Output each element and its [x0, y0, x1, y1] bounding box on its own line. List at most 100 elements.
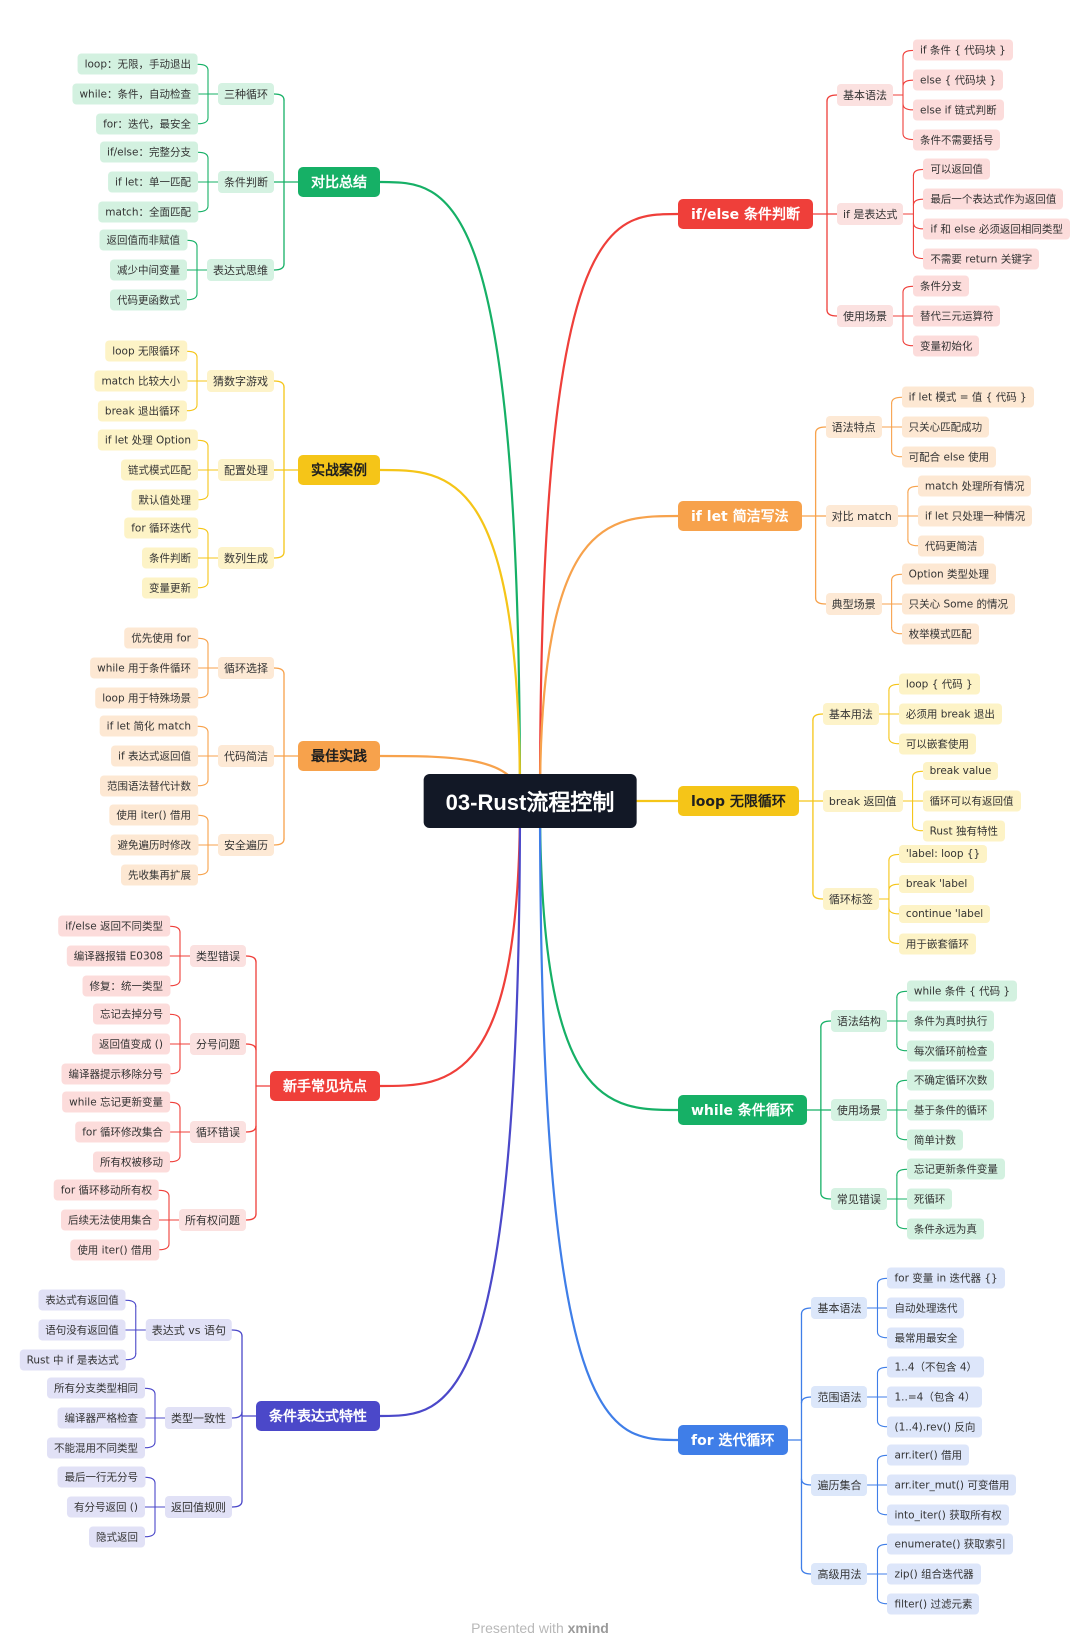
leaf-topic[interactable]: 必须用 break 退出 — [898, 703, 1002, 725]
leaf-topic[interactable]: 只关心匹配成功 — [901, 416, 990, 438]
leaf-topic[interactable]: break value — [922, 762, 999, 781]
leaf-topic[interactable]: match：全面匹配 — [98, 201, 198, 223]
branch-topic[interactable]: if let 简洁写法 — [678, 501, 802, 531]
leaf-topic[interactable]: for 循环修改集合 — [75, 1121, 170, 1143]
leaf-topic[interactable]: filter() 过滤元素 — [887, 1593, 980, 1615]
leaf-topic[interactable]: Rust 中 if 是表达式 — [19, 1349, 126, 1371]
subtopic[interactable]: 分号问题 — [190, 1033, 246, 1055]
leaf-topic[interactable]: 所有分支类型相同 — [47, 1377, 145, 1399]
leaf-topic[interactable]: 最后一个表达式作为返回值 — [923, 188, 1064, 210]
leaf-topic[interactable]: 范围语法替代计数 — [100, 775, 198, 797]
leaf-topic[interactable]: 编译器提示移除分号 — [61, 1063, 170, 1085]
leaf-topic[interactable]: 条件为真时执行 — [906, 1010, 995, 1032]
leaf-topic[interactable]: while 忘记更新变量 — [62, 1091, 170, 1113]
leaf-topic[interactable]: 枚举模式匹配 — [901, 623, 979, 645]
subtopic[interactable]: 循环错误 — [190, 1121, 246, 1143]
leaf-topic[interactable]: 所有权被移动 — [93, 1151, 170, 1173]
subtopic[interactable]: 对比 match — [825, 505, 898, 527]
leaf-topic[interactable]: 表达式有返回值 — [38, 1289, 126, 1311]
leaf-topic[interactable]: while 条件 { 代码 } — [906, 980, 1018, 1002]
subtopic[interactable]: 基本用法 — [822, 703, 879, 725]
leaf-topic[interactable]: if let：单一匹配 — [108, 171, 198, 193]
leaf-topic[interactable]: if let 模式 = 值 { 代码 } — [901, 386, 1034, 408]
leaf-topic[interactable]: loop { 代码 } — [898, 673, 980, 695]
leaf-topic[interactable]: if let 处理 Option — [97, 429, 198, 451]
leaf-topic[interactable]: else if 链式判断 — [912, 99, 1004, 121]
leaf-topic[interactable]: if let 只处理一种情况 — [917, 505, 1033, 527]
branch-topic[interactable]: 实战案例 — [298, 455, 380, 485]
leaf-topic[interactable]: loop 无限循环 — [105, 340, 187, 362]
subtopic[interactable]: 语法特点 — [825, 416, 882, 438]
leaf-topic[interactable]: 可以嵌套使用 — [898, 733, 976, 755]
leaf-topic[interactable]: 忘记更新条件变量 — [906, 1158, 1005, 1180]
leaf-topic[interactable]: 变量初始化 — [912, 335, 980, 357]
subtopic[interactable]: 所有权问题 — [179, 1209, 246, 1231]
leaf-topic[interactable]: 代码更函数式 — [110, 289, 187, 311]
leaf-topic[interactable]: 条件永远为真 — [906, 1218, 984, 1240]
leaf-topic[interactable]: 最后一行无分号 — [57, 1466, 145, 1488]
leaf-topic[interactable]: 避免遍历时修改 — [110, 834, 198, 856]
subtopic[interactable]: 循环标签 — [822, 888, 879, 910]
subtopic[interactable]: 表达式思维 — [207, 259, 274, 281]
leaf-topic[interactable]: 修复：统一类型 — [82, 975, 170, 997]
leaf-topic[interactable]: 隐式返回 — [89, 1526, 145, 1548]
leaf-topic[interactable]: 循环可以有返回值 — [922, 790, 1021, 812]
leaf-topic[interactable]: 使用 iter() 借用 — [70, 1239, 159, 1261]
leaf-topic[interactable]: 不需要 return 关键字 — [923, 248, 1040, 270]
leaf-topic[interactable]: 后续无法使用集合 — [61, 1209, 159, 1231]
leaf-topic[interactable]: 有分号返回 () — [66, 1496, 145, 1518]
leaf-topic[interactable]: 死循环 — [906, 1188, 953, 1210]
leaf-topic[interactable]: break 退出循环 — [97, 400, 187, 422]
leaf-topic[interactable]: Rust 独有特性 — [922, 820, 1005, 842]
subtopic[interactable]: 类型一致性 — [165, 1407, 232, 1429]
leaf-topic[interactable]: if let 简化 match — [99, 715, 198, 737]
leaf-topic[interactable]: if 条件 { 代码块 } — [912, 39, 1013, 61]
subtopic[interactable]: 使用场景 — [830, 1099, 887, 1121]
subtopic[interactable]: 条件判断 — [218, 171, 274, 193]
subtopic[interactable]: 基本语法 — [811, 1297, 868, 1319]
subtopic[interactable]: 语法结构 — [830, 1010, 887, 1032]
leaf-topic[interactable]: enumerate() 获取索引 — [887, 1533, 1013, 1555]
root-topic[interactable]: 03-Rust流程控制 — [423, 774, 637, 828]
leaf-topic[interactable]: for 循环迭代 — [124, 517, 198, 539]
subtopic[interactable]: 安全遍历 — [218, 834, 274, 856]
branch-topic[interactable]: 对比总结 — [298, 167, 380, 197]
leaf-topic[interactable]: for 变量 in 迭代器 {} — [887, 1267, 1005, 1289]
leaf-topic[interactable]: 'label: loop {} — [898, 845, 988, 864]
leaf-topic[interactable]: 先收集再扩展 — [121, 864, 198, 886]
leaf-topic[interactable]: (1..4).rev() 反向 — [887, 1416, 983, 1438]
subtopic[interactable]: 范围语法 — [811, 1386, 868, 1408]
leaf-topic[interactable]: into_iter() 获取所有权 — [887, 1504, 1009, 1526]
leaf-topic[interactable]: 编译器报错 E0308 — [66, 945, 170, 967]
leaf-topic[interactable]: 不确定循环次数 — [906, 1069, 995, 1091]
subtopic[interactable]: 典型场景 — [825, 593, 882, 615]
subtopic[interactable]: 遍历集合 — [811, 1474, 868, 1496]
leaf-topic[interactable]: 优先使用 for — [124, 627, 198, 649]
leaf-topic[interactable]: if/else 返回不同类型 — [58, 915, 170, 937]
leaf-topic[interactable]: 使用 iter() 借用 — [109, 804, 198, 826]
leaf-topic[interactable]: for：迭代，最安全 — [96, 113, 198, 135]
branch-topic[interactable]: for 迭代循环 — [678, 1425, 788, 1455]
leaf-topic[interactable]: 1..4（不包含 4） — [887, 1356, 985, 1378]
subtopic[interactable]: 循环选择 — [218, 657, 274, 679]
leaf-topic[interactable]: else { 代码块 } — [912, 69, 1004, 91]
leaf-topic[interactable]: break 'label — [898, 875, 975, 894]
leaf-topic[interactable]: match 处理所有情况 — [917, 475, 1032, 497]
leaf-topic[interactable]: 不能混用不同类型 — [47, 1437, 145, 1459]
leaf-topic[interactable]: 1..=4（包含 4） — [887, 1386, 983, 1408]
subtopic[interactable]: 配置处理 — [218, 459, 274, 481]
leaf-topic[interactable]: 可配合 else 使用 — [901, 446, 997, 468]
leaf-topic[interactable]: 条件分支 — [912, 275, 969, 297]
leaf-topic[interactable]: 条件判断 — [142, 547, 198, 569]
branch-topic[interactable]: 条件表达式特性 — [256, 1401, 380, 1431]
leaf-topic[interactable]: zip() 组合迭代器 — [887, 1563, 981, 1585]
subtopic[interactable]: if 是表达式 — [836, 203, 904, 225]
leaf-topic[interactable]: continue 'label — [898, 904, 991, 923]
leaf-topic[interactable]: 默认值处理 — [131, 489, 198, 511]
leaf-topic[interactable]: 返回值而非赋值 — [99, 229, 187, 251]
leaf-topic[interactable]: 返回值变成 () — [91, 1033, 170, 1055]
leaf-topic[interactable]: loop 用于特殊场景 — [95, 687, 198, 709]
leaf-topic[interactable]: 链式模式匹配 — [121, 459, 198, 481]
branch-topic[interactable]: if/else 条件判断 — [678, 199, 813, 229]
leaf-topic[interactable]: 条件不需要括号 — [912, 129, 1001, 151]
